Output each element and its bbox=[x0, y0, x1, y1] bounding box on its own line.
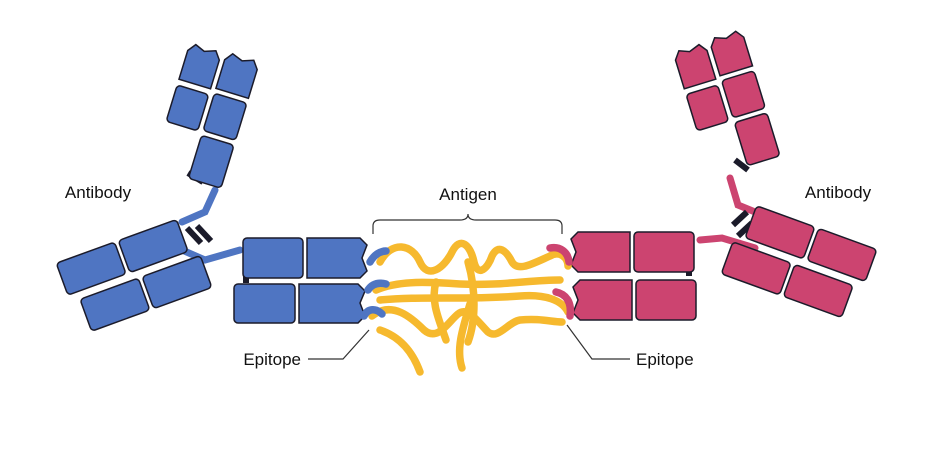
left-binding-arm bbox=[233, 237, 368, 324]
left-epitope-leader-line bbox=[308, 329, 370, 360]
right-upper-heavy-chain bbox=[710, 30, 780, 166]
antigen-label: Antigen bbox=[439, 185, 497, 204]
right-epitopes bbox=[546, 243, 575, 320]
antigen-bracket bbox=[372, 213, 563, 234]
left-upper-light-chain bbox=[166, 43, 221, 131]
right-antibody-label: Antibody bbox=[805, 183, 872, 202]
right-antibody bbox=[570, 30, 877, 321]
left-upper-heavy-chain bbox=[188, 52, 258, 188]
left-antibody bbox=[56, 43, 368, 331]
right-binding-arm bbox=[570, 231, 697, 321]
left-epitope-label: Epitope bbox=[243, 350, 301, 369]
right-upper-arm bbox=[674, 30, 780, 166]
right-hinge-strands bbox=[696, 174, 764, 252]
right-upper-light-chain bbox=[674, 43, 729, 131]
left-fc-stem bbox=[56, 219, 212, 331]
antigen-protein bbox=[368, 239, 572, 376]
left-epitopes bbox=[360, 247, 390, 320]
left-antibody-label: Antibody bbox=[65, 183, 132, 202]
left-upper-arm bbox=[166, 43, 258, 188]
right-epitope-leader-line bbox=[566, 324, 630, 360]
right-fc-stem bbox=[721, 206, 877, 318]
right-epitope-label: Epitope bbox=[636, 350, 694, 369]
left-hinge-strands bbox=[178, 186, 244, 264]
